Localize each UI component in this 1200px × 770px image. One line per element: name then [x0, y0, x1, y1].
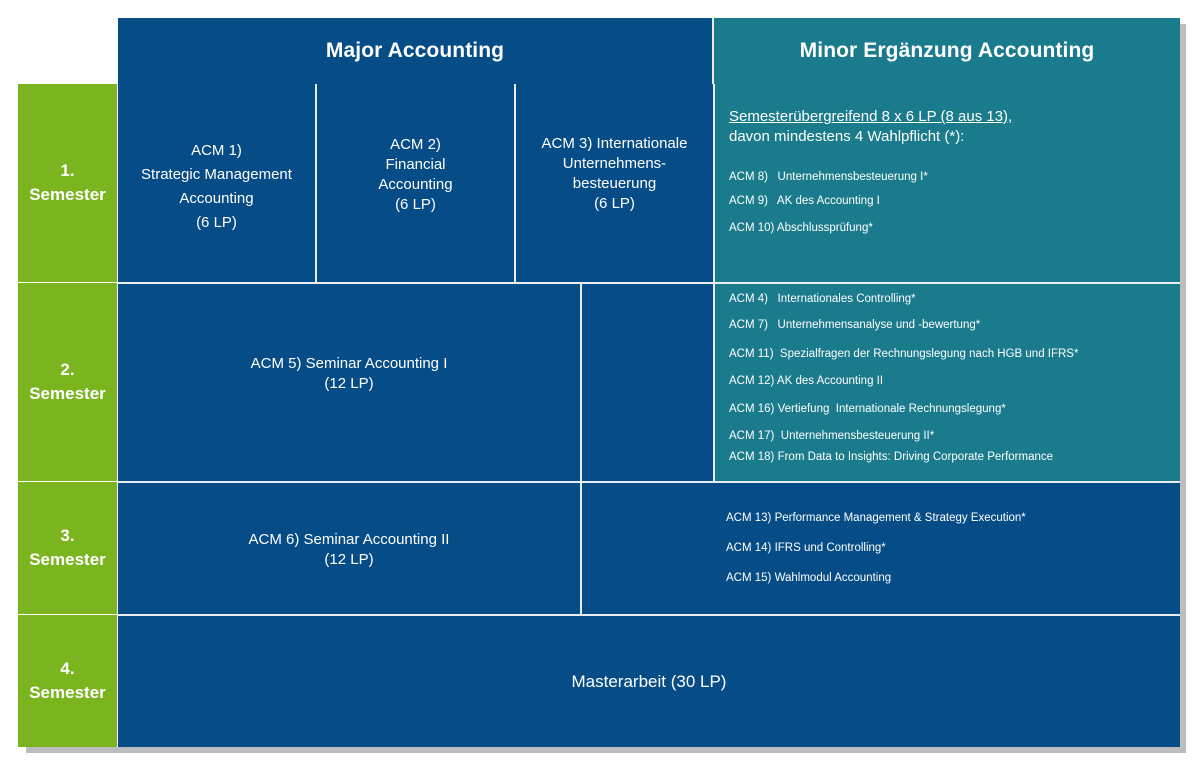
masterarbeit-label: Masterarbeit (30 LP) [571, 671, 727, 691]
list-item: ACM 9) AK des Accounting I [729, 195, 880, 207]
acm5-line-1: ACM 5) Seminar Accounting I [250, 355, 448, 372]
acm2-line-4: (6 LP) [395, 196, 436, 213]
divider-acm2-acm3 [514, 84, 516, 282]
acm1-line-3: Accounting [179, 190, 254, 207]
module-acm5: ACM 5) Seminar Accounting I (12 LP) [118, 284, 580, 481]
list-item: ACM 8) Unternehmensbesteuerung I* [729, 171, 928, 183]
acm3-line-1: ACM 3) Internationale [541, 135, 688, 152]
minor-semester-2-block: ACM 4) Internationales Controlling* ACM … [715, 284, 1180, 481]
semester-2-label: 2. Semester [18, 283, 117, 481]
divider-row-3 [118, 614, 1180, 616]
acm2-line-1: ACM 2) [390, 136, 441, 153]
acm1-line-1: ACM 1) [191, 142, 242, 159]
table-shadow-right [1180, 24, 1186, 748]
semester-3-number: 3. [60, 526, 75, 545]
semester-4-text: Semester [29, 683, 106, 702]
acm6-line-1: ACM 6) Seminar Accounting II [248, 531, 450, 548]
list-item: ACM 16) Vertiefung Internationale Rechnu… [729, 403, 1006, 415]
semester-3-label: 3. Semester [18, 482, 117, 614]
semester-1-number: 1. [60, 161, 75, 180]
divider-header [712, 18, 714, 84]
minor-accounting-header: Minor Ergänzung Accounting [714, 18, 1180, 84]
semester-1-text: Semester [29, 185, 106, 204]
minor-intro-line-1: Semesterübergreifend 8 x 6 LP (8 aus 13)… [729, 108, 1013, 125]
minor-intro-line-2: davon mindestens 4 Wahlpflicht (*): [729, 128, 965, 145]
acm2-line-2: Financial [385, 156, 446, 173]
module-acm6: ACM 6) Seminar Accounting II (12 LP) [118, 483, 580, 614]
module-masterarbeit: Masterarbeit (30 LP) [118, 616, 1180, 747]
module-acm2: ACM 2) Financial Accounting (6 LP) [317, 84, 514, 282]
module-acm1: ACM 1) Strategic Management Accounting (… [118, 84, 315, 282]
list-item: ACM 13) Performance Management & Strateg… [726, 512, 1026, 524]
list-item: ACM 17) Unternehmensbesteuerung II* [729, 430, 935, 442]
list-item: ACM 12) AK des Accounting II [729, 375, 884, 387]
semester-4-label: 4. Semester [18, 615, 117, 747]
major-accounting-header: Major Accounting [118, 18, 712, 84]
acm1-line-4: (6 LP) [196, 214, 237, 231]
list-item: ACM 18) From Data to Insights: Driving C… [729, 451, 1054, 463]
major-accounting-title: Major Accounting [325, 39, 505, 62]
table-shadow-bottom [26, 747, 1186, 753]
semester-2-text: Semester [29, 384, 106, 403]
divider-row-2 [118, 481, 1180, 483]
list-item: ACM 15) Wahlmodul Accounting [726, 572, 892, 584]
divider-acm3-minor [713, 84, 715, 282]
list-item: ACM 14) IFRS und Controlling* [726, 542, 886, 554]
acm2-line-3: Accounting [378, 176, 453, 193]
semester-1-label: 1. Semester [18, 84, 117, 282]
semester-2-empty-cell [582, 284, 714, 481]
divider-acm5-empty [580, 284, 582, 614]
acm3-line-2: Unternehmens- [562, 155, 667, 172]
semester-3-text: Semester [29, 550, 106, 569]
semester-4-number: 4. [60, 659, 75, 678]
divider-row-1 [118, 282, 1180, 284]
list-item: ACM 10) Abschlussprüfung* [729, 222, 873, 234]
divider-empty-minor [713, 284, 715, 481]
acm5-line-2: (12 LP) [324, 375, 374, 392]
list-item: ACM 4) Internationales Controlling* [729, 293, 916, 305]
module-acm3: ACM 3) Internationale Unternehmens- best… [516, 84, 713, 282]
acm1-line-2: Strategic Management [141, 166, 292, 183]
list-item: ACM 11) Spezialfragen der Rechnungslegun… [729, 348, 1079, 360]
divider-acm1-acm2 [315, 84, 317, 282]
minor-semester-3-block: ACM 13) Performance Management & Strateg… [582, 483, 1180, 614]
semester-2-number: 2. [60, 360, 75, 379]
acm3-line-4: (6 LP) [594, 195, 635, 212]
acm6-line-2: (12 LP) [324, 551, 374, 568]
acm3-line-3: besteuerung [572, 175, 657, 192]
minor-semester-1-block: Semesterübergreifend 8 x 6 LP (8 aus 13)… [715, 84, 1180, 282]
list-item: ACM 7) Unternehmensanalyse und -bewertun… [729, 319, 981, 331]
minor-accounting-title: Minor Ergänzung Accounting [799, 39, 1095, 62]
